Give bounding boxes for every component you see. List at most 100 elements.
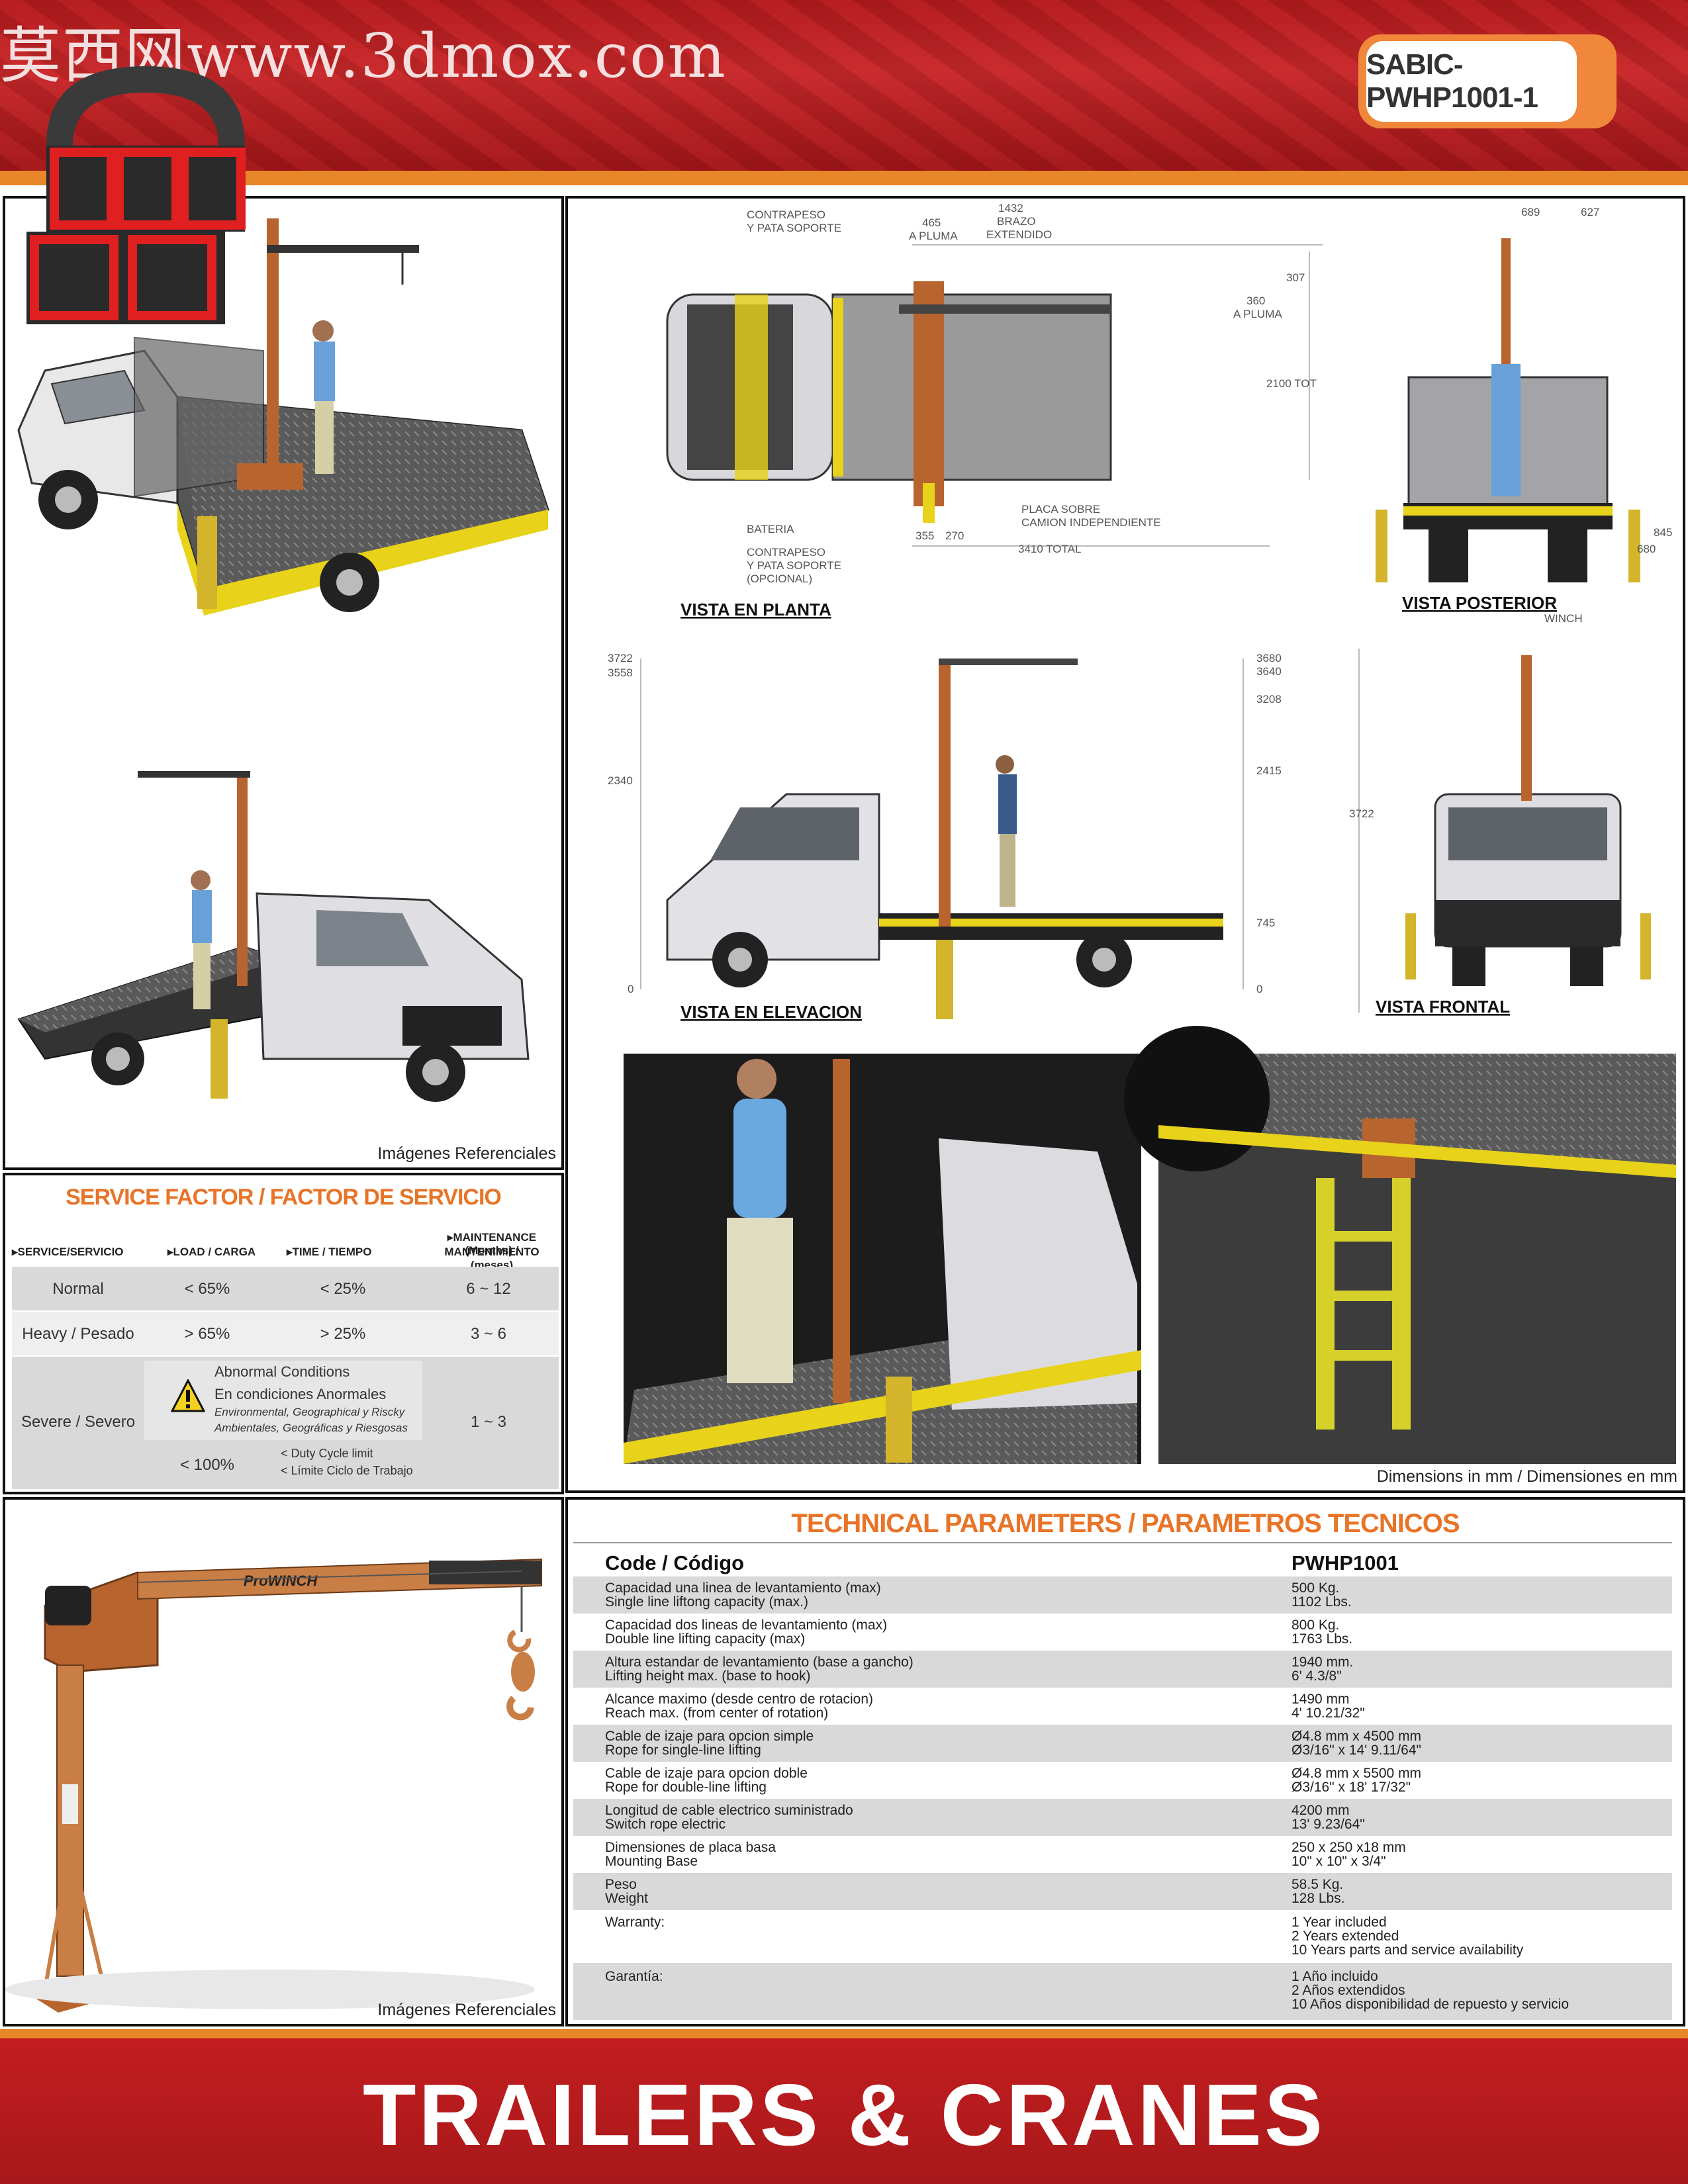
dim-3680: 3680 [1256, 652, 1282, 664]
technical-drawings: CONTRAPESO Y PATA SOPORTE BATERIA CONTRA… [608, 202, 1676, 1464]
tech-param-es: Capacidad dos lineas de levantamiento (m… [605, 1617, 888, 1633]
plan-label-counterweight-opt-1: CONTRAPESO [747, 546, 825, 559]
tech-param-en: Switch rope electric [605, 1817, 726, 1832]
tech-row: Altura estandar de levantamiento (base a… [573, 1651, 1672, 1688]
sf-load: < 65% [184, 1280, 230, 1298]
dim-2415: 2415 [1256, 764, 1282, 777]
warranty-line-1: 1 Year included [1291, 1915, 1387, 1930]
tech-code-value: PWHP1001 [1291, 1551, 1399, 1574]
dim-brazo: BRAZO [997, 215, 1036, 228]
tech-param-en: Double line lifting capacity (max) [605, 1631, 806, 1647]
tech-value-metric: 4200 mm [1291, 1803, 1350, 1818]
sf-row-heavy: Heavy / Pesado > 65% > 25% 3 ~ 6 [12, 1312, 559, 1355]
product-code-badge: SABIC-PWHP1001-1 [1358, 34, 1617, 128]
technical-drawings-panel: CONTRAPESO Y PATA SOPORTE BATERIA CONTRA… [565, 196, 1685, 1493]
rear-view-caption: VISTA POSTERIOR [1402, 593, 1557, 613]
tech-row: Peso Weight 58.5 Kg. 128 Lbs. [573, 1873, 1672, 1910]
tech-param-es: Alcance maximo (desde centro de rotacion… [605, 1692, 874, 1707]
tech-param-garantia: Garantía: [605, 1969, 663, 1984]
sf-header-maintenance: ▸MAINTENANCE (Months) / [447, 1231, 537, 1257]
tech-row: Cable de izaje para opcion doble Rope fo… [573, 1762, 1672, 1799]
sf-maintenance: 1 ~ 3 [470, 1413, 507, 1431]
header-accent-line [0, 171, 1688, 185]
dim-3640: 3640 [1256, 665, 1282, 678]
tech-param-es: Cable de izaje para opcion simple [605, 1729, 814, 1744]
dim-3558: 3558 [608, 666, 633, 679]
reference-images-label: Imágenes Referenciales [377, 2001, 556, 2019]
tech-value-imperial: 10" x 10" x 3/4" [1291, 1854, 1386, 1869]
tech-row: Capacidad una linea de levantamiento (ma… [573, 1576, 1672, 1614]
dimensions-note: Dimensions in mm / Dimensiones en mm [1376, 1467, 1677, 1486]
tech-divider [573, 1542, 1672, 1543]
dim-689: 689 [1521, 206, 1540, 218]
dim-627: 627 [1581, 206, 1599, 218]
tech-value-metric: 1490 mm [1291, 1692, 1350, 1707]
render-photo-person-crane [624, 1054, 1141, 1464]
tech-param-warranty: Warranty: [605, 1915, 665, 1930]
warning-icon [171, 1379, 205, 1412]
dim-a-pluma: A PLUMA [909, 230, 958, 242]
sf-time: < 25% [320, 1280, 366, 1298]
dim-465: 465 [922, 216, 941, 229]
tech-value-imperial: 4' 10.21/32" [1291, 1706, 1365, 1721]
product-code: SABIC-PWHP1001-1 [1366, 41, 1577, 122]
tech-value-metric: 800 Kg. [1291, 1617, 1340, 1633]
dim-3722-front: 3722 [1349, 807, 1374, 820]
tech-param-es: Dimensiones de placa basa [605, 1840, 776, 1855]
abnormal-line-2: En condiciones Anormales [214, 1386, 387, 1402]
reference-images-label: Imágenes Referenciales [377, 1144, 556, 1163]
prowinch-brand: ProWINCH [244, 1572, 318, 1589]
tech-value-metric: 58.5 Kg. [1291, 1877, 1344, 1892]
tech-value-metric: Ø4.8 mm x 5500 mm [1291, 1766, 1422, 1781]
dim-3410-total: 3410 TOTAL [1018, 543, 1081, 555]
sf-maintenance: 3 ~ 6 [470, 1325, 507, 1343]
plan-view-caption: VISTA EN PLANTA [680, 600, 831, 619]
dim-2340: 2340 [608, 774, 633, 787]
sf-header-service: ▸SERVICE/SERVICIO [12, 1246, 124, 1258]
crane-render: ProWINCH [5, 1558, 542, 2013]
tech-value-metric: 250 x 250 x18 mm [1291, 1840, 1406, 1855]
plan-label-plate-2: CAMION INDEPENDIENTE [1021, 516, 1161, 529]
tech-row-warranty: Warranty: 1 Year included 2 Years extend… [573, 1910, 1672, 1963]
plan-label-battery: BATERIA [747, 523, 794, 535]
abnormal-line-4: Ambientales, Geográficas y Riesgosas [214, 1422, 408, 1434]
tech-param-en: Lifting height max. (base to hook) [605, 1668, 811, 1684]
tech-value-imperial: 1763 Lbs. [1291, 1631, 1353, 1647]
plan-label-counterweight-opt-2: Y PATA SOPORTE [747, 559, 841, 572]
garantia-line-2: 2 Años extendidos [1291, 1983, 1405, 1998]
truck-render-images [17, 218, 549, 1102]
warranty-line-2: 2 Years extended [1291, 1929, 1399, 1944]
duty-cycle-line-2: < Límite Ciclo de Trabajo [281, 1464, 413, 1477]
footer-banner [0, 2029, 1688, 2184]
abnormal-line-1: Abnormal Conditions [214, 1363, 350, 1380]
dim-a-pluma-2: A PLUMA [1233, 308, 1282, 320]
plan-view-drawing: CONTRAPESO Y PATA SOPORTE BATERIA CONTRA… [666, 202, 1323, 619]
tech-row-garantia: Garantía: 1 Año incluido 2 Años extendid… [573, 1963, 1672, 2020]
dim-360: 360 [1246, 295, 1265, 307]
tech-param-es: Longitud de cable electrico suministrado [605, 1803, 853, 1818]
sf-time: > 25% [320, 1325, 366, 1343]
plan-label-plate-1: PLACA SOBRE [1021, 503, 1100, 516]
dim-845: 845 [1654, 526, 1672, 539]
dim-0-right: 0 [1256, 983, 1262, 995]
sf-maintenance: 6 ~ 12 [466, 1280, 511, 1298]
front-view-caption: VISTA FRONTAL [1376, 997, 1510, 1017]
tech-value-imperial: 128 Lbs. [1291, 1891, 1345, 1906]
abnormal-line-3: Environmental, Geographical y Riscky [214, 1406, 405, 1418]
tech-param-en: Rope for double-line lifting [605, 1780, 767, 1795]
sf-load: > 65% [184, 1325, 230, 1343]
tech-value-imperial: 6' 4.3/8" [1291, 1668, 1342, 1684]
dim-1432: 1432 [998, 202, 1023, 214]
garantia-line-1: 1 Año incluido [1291, 1969, 1378, 1984]
tech-param-es: Peso [605, 1877, 637, 1892]
tech-param-en: Rope for single-line lifting [605, 1743, 761, 1758]
sf-header-time: ▸TIME / TIEMPO [287, 1246, 372, 1258]
tech-value-metric: Ø4.8 mm x 4500 mm [1291, 1729, 1422, 1744]
service-factor-title: SERVICE FACTOR / FACTOR DE SERVICIO [66, 1185, 502, 1210]
tech-param-es: Altura estandar de levantamiento (base a… [605, 1655, 914, 1670]
warranty-line-3: 10 Years parts and service availability [1291, 1942, 1524, 1958]
tech-param-en: Weight [605, 1891, 648, 1906]
elevation-view-caption: VISTA EN ELEVACION [680, 1002, 862, 1022]
duty-cycle-line-1: < Duty Cycle limit [281, 1447, 373, 1460]
tech-value-metric: 1940 mm. [1291, 1655, 1354, 1670]
